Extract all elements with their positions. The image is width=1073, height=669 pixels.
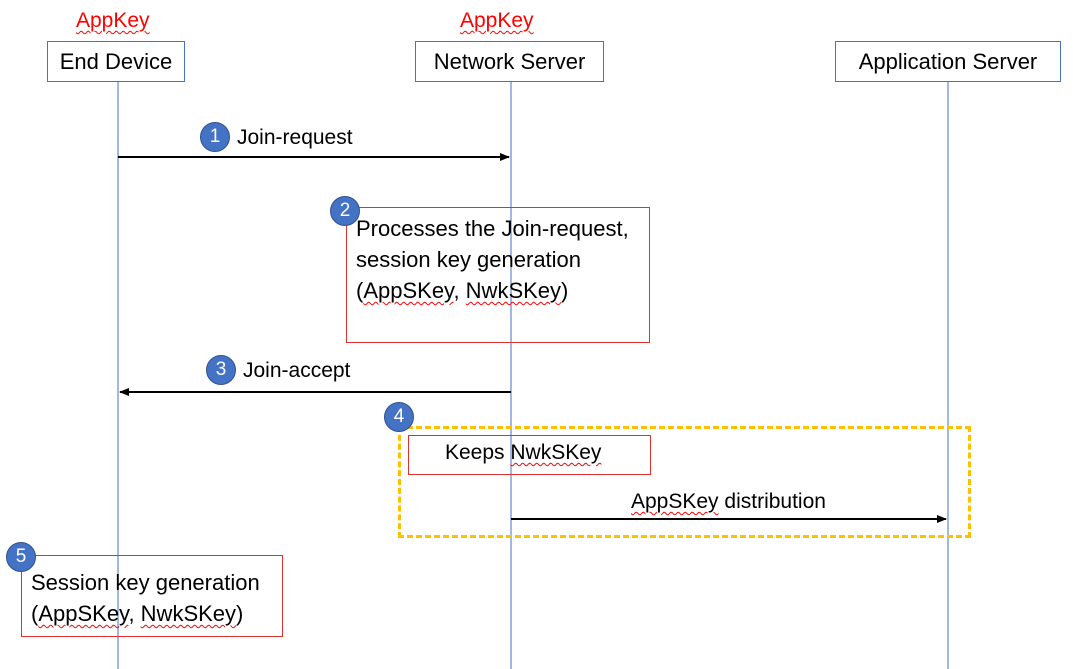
end-device-label: End Device [59,48,173,74]
keeps-nwkskey-box [408,435,651,475]
application-server-label: Application Server [858,48,1038,74]
step-2-badge: 2 [330,196,360,226]
step-4-group-box [398,426,971,538]
step-5-note-text: Session key generation (AppSKey, NwkSKey… [31,567,260,629]
step-4-badge: 4 [384,402,414,432]
step-2-note-box [346,207,650,343]
step-5-keys-line: (AppSKey, NwkSKey) [31,601,244,626]
join-request-label: Join-request [237,126,353,149]
step-2-line-1: Processes the Join-request, [356,216,629,241]
application-server-box: Application Server [835,41,1061,82]
step-5-note-box [21,555,283,637]
network-server-key-label: AppKey [460,9,534,32]
network-server-label: Network Server [433,48,586,74]
nwkskey-term: NwkSKey [140,601,237,626]
step-5-badge: 5 [6,542,36,572]
end-device-box: End Device [47,41,185,82]
step-1-badge: 1 [200,122,230,152]
step-5-line-1: Session key generation [31,570,260,595]
appskey-term: AppSKey [363,278,454,303]
nwkskey-term: NwkSKey [465,278,562,303]
keeps-nwkskey-label: Keeps NwkSKey [445,441,602,464]
step-2-keys-line: (AppSKey, NwkSKey) [356,278,569,303]
step-2-line-2: session key generation [356,247,582,272]
end-device-key-label: AppKey [76,9,150,32]
network-server-box: Network Server [415,41,604,82]
step-2-note-text: Processes the Join-request, session key … [356,213,629,306]
appskey-distribution-label: AppSKey distribution [631,490,826,513]
appskey-term: AppSKey [38,601,129,626]
step-3-badge: 3 [206,355,236,385]
join-accept-label: Join-accept [243,359,351,382]
